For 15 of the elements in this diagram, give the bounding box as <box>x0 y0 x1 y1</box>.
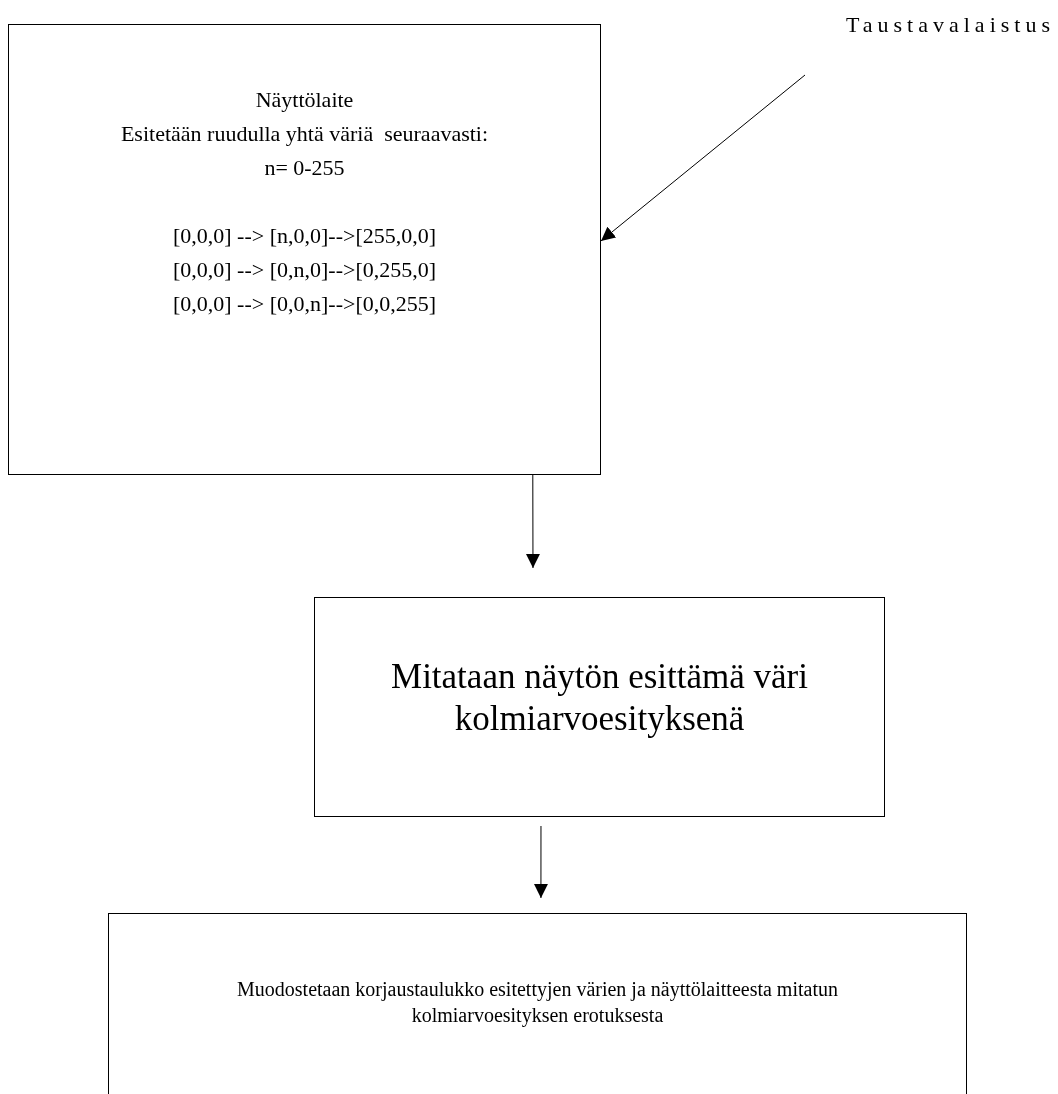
process-box <box>314 597 885 817</box>
box-heading: Näyttölaite <box>254 87 355 114</box>
arrow <box>533 825 548 899</box>
box-text: [0,0,0] --> [n,0,0]-->[255,0,0] <box>171 223 438 250</box>
process-box <box>108 913 967 1094</box>
box-text: [0,0,0] --> [0,n,0]-->[0,255,0] <box>171 257 438 284</box>
box-text: Mitataan näytön esittämä väri kolmiarvoesityksenä <box>390 656 809 740</box>
box-text: Esitetään ruudulla yhtä väriä seuraavasti: <box>119 121 490 148</box>
arrow <box>525 474 540 569</box>
arrow <box>600 74 806 242</box>
label-text: Taustavalaistus <box>845 12 1055 39</box>
box-text: n= 0-255 <box>263 155 346 182</box>
box-text: Muodostetaan korjaustaulukko esitettyjen värien ja näyttölaitteesta mitatun kolmiarvoesityksen erotuksesta <box>236 977 839 1028</box>
box-text: [0,0,0] --> [0,0,n]-->[0,0,255] <box>171 291 438 318</box>
process-box <box>8 24 601 475</box>
